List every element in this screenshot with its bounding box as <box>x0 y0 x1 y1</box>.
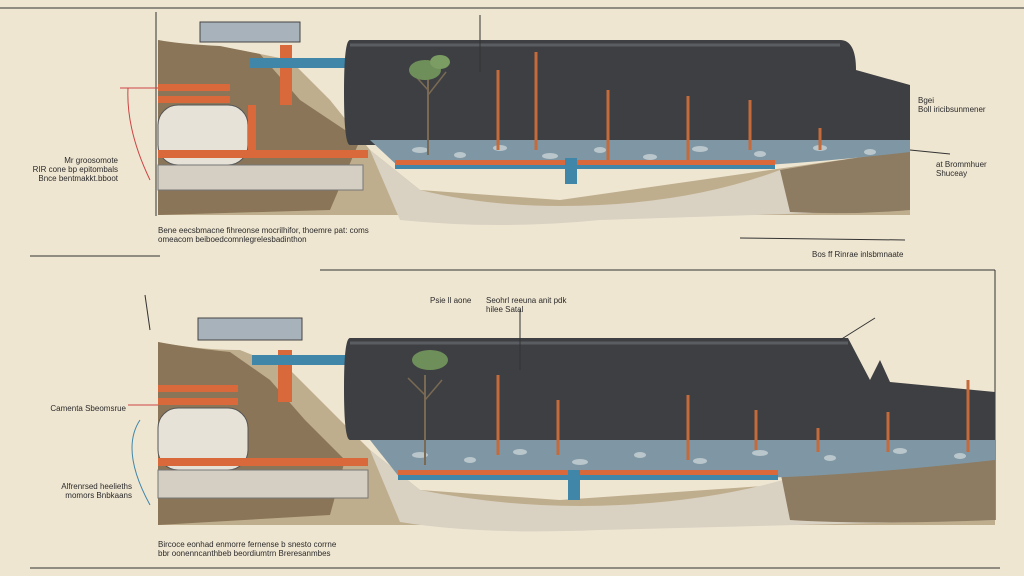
leader-line <box>909 149 951 155</box>
leader-line <box>131 419 151 506</box>
concrete-slab <box>157 469 369 499</box>
pipe <box>398 470 778 475</box>
pipe <box>158 398 238 405</box>
septic-tank <box>344 338 995 440</box>
bottom-caption: Bircoce eonhad enmorre fernense b snesto… <box>158 540 337 558</box>
bottom-top-label-2: Seohrl reeuna anit pdk hilee Satal <box>486 296 567 314</box>
pipe-blue <box>250 58 350 68</box>
top-right-label-1: Bgei Boll iricibsunmener <box>918 96 986 114</box>
leader-line <box>144 294 151 331</box>
gravel-stones <box>412 145 876 160</box>
tree <box>409 55 450 155</box>
soil-mound <box>780 150 910 214</box>
top-footer-label: Bos ff Rinrae inlsbmnaate <box>812 250 904 259</box>
septic-tank <box>344 40 910 145</box>
pipe-blue <box>568 470 580 500</box>
gravel-stones <box>412 448 966 465</box>
pipe <box>158 385 238 392</box>
top-panel <box>0 7 1024 241</box>
leader-line <box>127 87 151 181</box>
bottom-left-label-2: Alfrenrsed heelieths momors Bnbkaans <box>61 482 132 500</box>
pipe <box>158 84 230 91</box>
pipe <box>395 160 775 165</box>
pipe <box>280 45 292 105</box>
leader-line <box>839 317 876 341</box>
top-bottom-caption: Bene eecsbmacne fihreonse mocrilhifor, t… <box>158 226 369 244</box>
concrete-base <box>370 150 910 225</box>
distribution-box <box>197 317 303 341</box>
pipe <box>158 96 230 103</box>
leader-line <box>739 237 906 241</box>
distribution-box <box>199 21 301 43</box>
stakes <box>496 375 970 460</box>
top-left-label: Mr groosomote RIR cone bp epitombals Bnc… <box>32 156 118 183</box>
pipe-blue <box>398 475 778 480</box>
bottom-left-label-1: Camenta Sbeomsrue <box>50 404 126 413</box>
stakes <box>496 52 822 160</box>
pipe-blue <box>565 158 577 184</box>
concrete-slab <box>157 164 364 191</box>
bottom-panel <box>30 294 1000 569</box>
tree <box>407 350 448 465</box>
pipe <box>158 458 368 466</box>
pipe <box>248 105 256 155</box>
pipe <box>158 150 368 158</box>
top-right-label-2: at Brommhuer Shuceay <box>936 160 987 178</box>
pipe-blue <box>395 165 775 169</box>
pipe-blue <box>252 355 347 365</box>
gravel-bed <box>370 440 995 478</box>
bottom-top-label: Psie ll aone <box>430 296 472 305</box>
